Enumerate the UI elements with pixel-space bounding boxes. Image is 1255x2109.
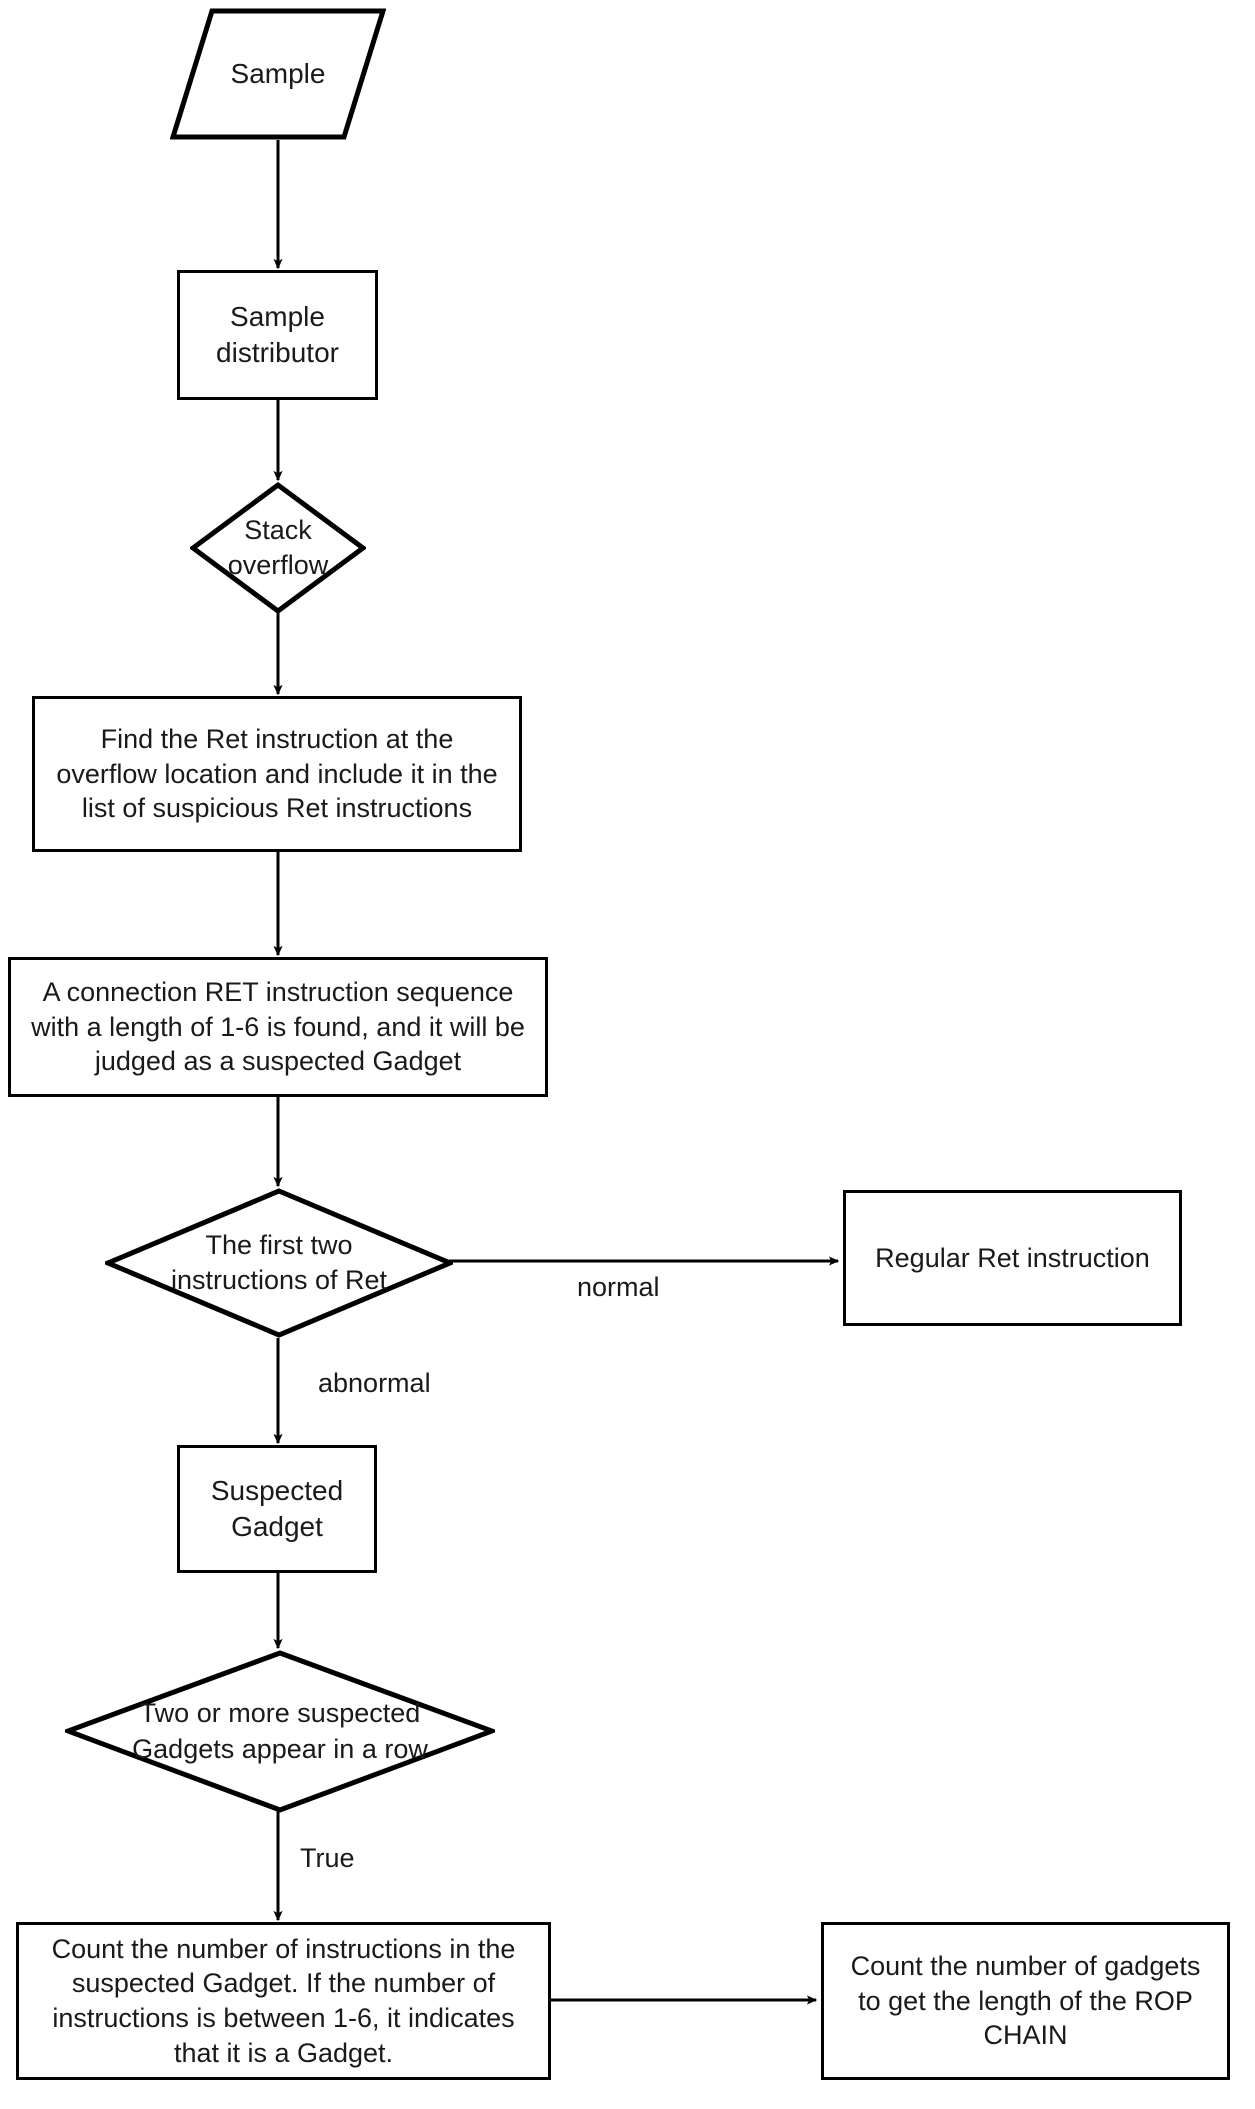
- label-line-2: Gadget: [231, 1511, 323, 1542]
- label-line-1: Sample: [230, 301, 325, 333]
- node-connection-ret-sequence-label: A connection RET instruction sequence wi…: [31, 977, 525, 1077]
- label-line-2: distributor: [216, 337, 339, 368]
- node-count-gadgets-label: Count the number of gadgets to get the l…: [850, 1951, 1201, 2051]
- label-line-1: Suspected: [210, 1475, 344, 1507]
- node-count-gadgets[interactable]: Count the number of gadgets to get the l…: [821, 1922, 1230, 2080]
- diamond-shape: [65, 1650, 495, 1813]
- node-two-or-more-gadgets-label: Two or more suspected Gadgets appear in …: [65, 1650, 495, 1813]
- edge-label-true: True: [300, 1843, 355, 1873]
- node-regular-ret-instruction-label: Regular Ret instruction: [875, 1242, 1150, 1273]
- label-line-2: Gadgets appear in a row: [132, 1733, 428, 1764]
- node-count-instructions[interactable]: Count the number of instructions in the …: [16, 1922, 551, 2080]
- node-sample-distributor[interactable]: Sample distributor: [177, 270, 378, 400]
- label-line-1: Two or more suspected: [139, 1698, 421, 1729]
- label-line-1: Stack: [244, 514, 312, 545]
- label-line-1: The first two: [205, 1229, 353, 1260]
- node-connection-ret-sequence[interactable]: A connection RET instruction sequence wi…: [8, 957, 548, 1097]
- node-first-two-instructions[interactable]: The first two instructions of Ret: [105, 1188, 453, 1338]
- node-stack-overflow[interactable]: Stack overflow: [190, 482, 366, 614]
- parallelogram-shape: [170, 8, 386, 140]
- edge-label-abnormal: abnormal: [318, 1368, 431, 1398]
- diamond-shape: [105, 1188, 453, 1338]
- node-suspected-gadget[interactable]: Suspected Gadget: [177, 1445, 377, 1573]
- node-sample-distributor-label: Sample distributor: [216, 299, 339, 371]
- label-line-2: overflow: [227, 550, 329, 580]
- edge-label-normal: normal: [577, 1272, 660, 1302]
- node-first-two-instructions-label: The first two instructions of Ret: [105, 1188, 453, 1338]
- node-two-or-more-gadgets[interactable]: Two or more suspected Gadgets appear in …: [65, 1650, 495, 1813]
- node-find-ret-instruction[interactable]: Find the Ret instruction at the overflow…: [32, 696, 522, 852]
- node-suspected-gadget-label: Suspected Gadget: [211, 1473, 343, 1545]
- node-sample[interactable]: Sample: [170, 8, 386, 140]
- node-regular-ret-instruction[interactable]: Regular Ret instruction: [843, 1190, 1182, 1326]
- node-sample-label: Sample: [230, 58, 326, 89]
- node-count-instructions-label: Count the number of instructions in the …: [51, 1933, 516, 2068]
- diamond-shape: [190, 482, 366, 614]
- node-find-ret-instruction-label: Find the Ret instruction at the overflow…: [56, 724, 498, 824]
- label-line-2: instructions of Ret: [170, 1265, 388, 1295]
- node-stack-overflow-label: Stack overflow: [190, 482, 366, 614]
